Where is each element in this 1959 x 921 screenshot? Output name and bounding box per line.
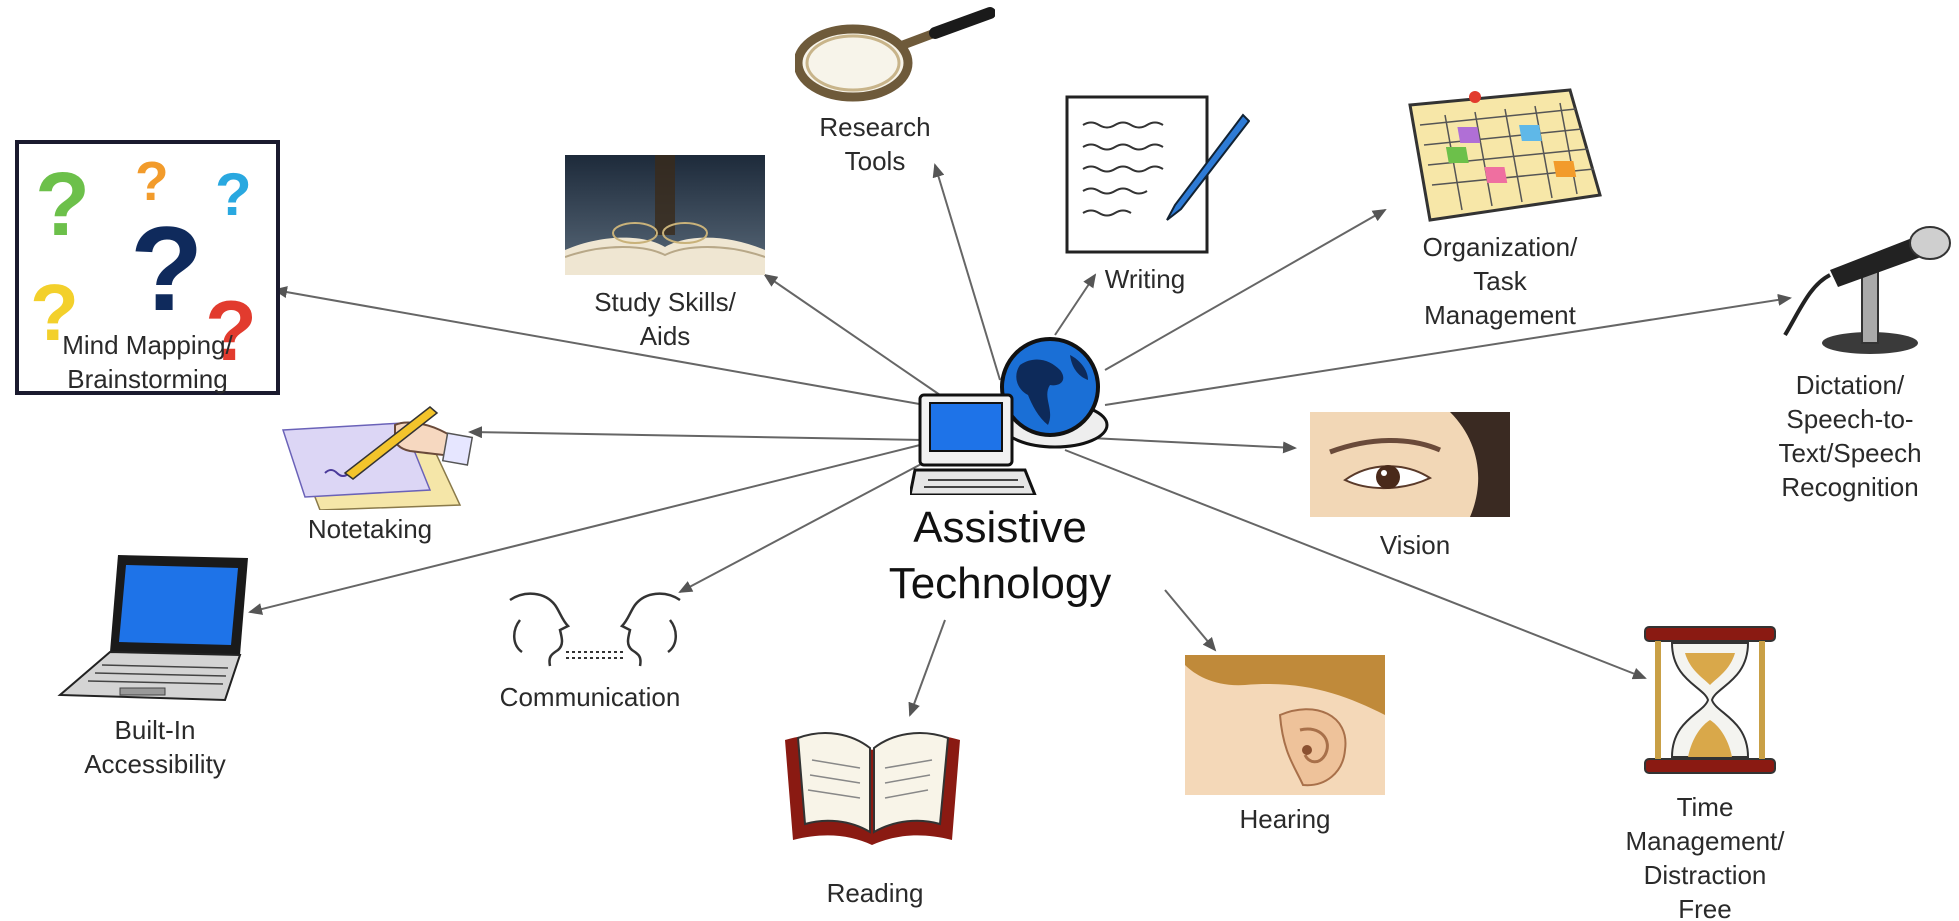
arrow-dictation [1104, 293, 1792, 406]
svg-text:?: ? [30, 268, 79, 357]
label-research-tools: Research Tools [819, 112, 931, 176]
label-writing: Writing [1104, 264, 1186, 294]
center-title: Assistive Technology [840, 500, 1160, 612]
svg-text:?: ? [205, 284, 257, 379]
label-organization: Organization/ Task Management [1422, 232, 1578, 330]
label-mind-mapping: Mind Mapping/ Brainstorming [62, 330, 233, 394]
label-communication: Communication [499, 682, 681, 712]
eye-icon [1310, 412, 1510, 517]
label-dictation: Dictation/ Speech-to- Text/Speech Recogn… [1778, 370, 1922, 502]
question-marks-icon: ? ? ? ? ? ? [15, 140, 280, 395]
svg-text:?: ? [35, 155, 90, 255]
label-built-in: Built-In Accessibility [84, 715, 226, 779]
faces-talking-icon [509, 592, 681, 667]
center-title-line2: Technology [888, 559, 1112, 608]
computer-globe-icon [910, 337, 1109, 495]
arrow-communication [678, 461, 926, 593]
arrow-time-management [1064, 449, 1647, 680]
arrow-notetaking [468, 426, 926, 441]
open-book-icon [785, 732, 960, 845]
hand-writing-icon [281, 406, 474, 510]
label-vision: Vision [1379, 530, 1451, 560]
center-title-line1: Assistive [913, 503, 1087, 552]
arrow-mind-mapping [273, 286, 926, 406]
ear-icon [1185, 655, 1385, 795]
svg-text:?: ? [130, 202, 203, 336]
pen-paper-icon [1065, 95, 1250, 254]
label-notetaking: Notetaking [307, 514, 433, 544]
hourglass-icon [1644, 626, 1776, 774]
arrow-research-tools [932, 163, 1001, 381]
arrow-writing [1054, 273, 1097, 336]
arrow-hearing [1164, 589, 1217, 652]
laptop-icon [57, 555, 248, 702]
label-hearing: Hearing [1239, 804, 1331, 834]
svg-text:?: ? [135, 150, 169, 212]
calendar-icon [1408, 88, 1602, 222]
arrow-study-skills [763, 273, 941, 396]
magnifying-glass-icon [795, 7, 995, 102]
label-study-skills: Study Skills/ Aids [594, 287, 736, 351]
label-reading: Reading [826, 878, 924, 908]
arrow-organization [1104, 209, 1387, 371]
microphone-icon [1783, 226, 1951, 354]
arrow-vision [1069, 436, 1297, 454]
arrow-reading [908, 619, 946, 717]
arrow-built-in [248, 444, 921, 615]
svg-text:?: ? [215, 161, 252, 228]
book-glasses-icon [565, 155, 765, 275]
label-time-management: Time Management/ Distraction Free [1625, 792, 1785, 921]
